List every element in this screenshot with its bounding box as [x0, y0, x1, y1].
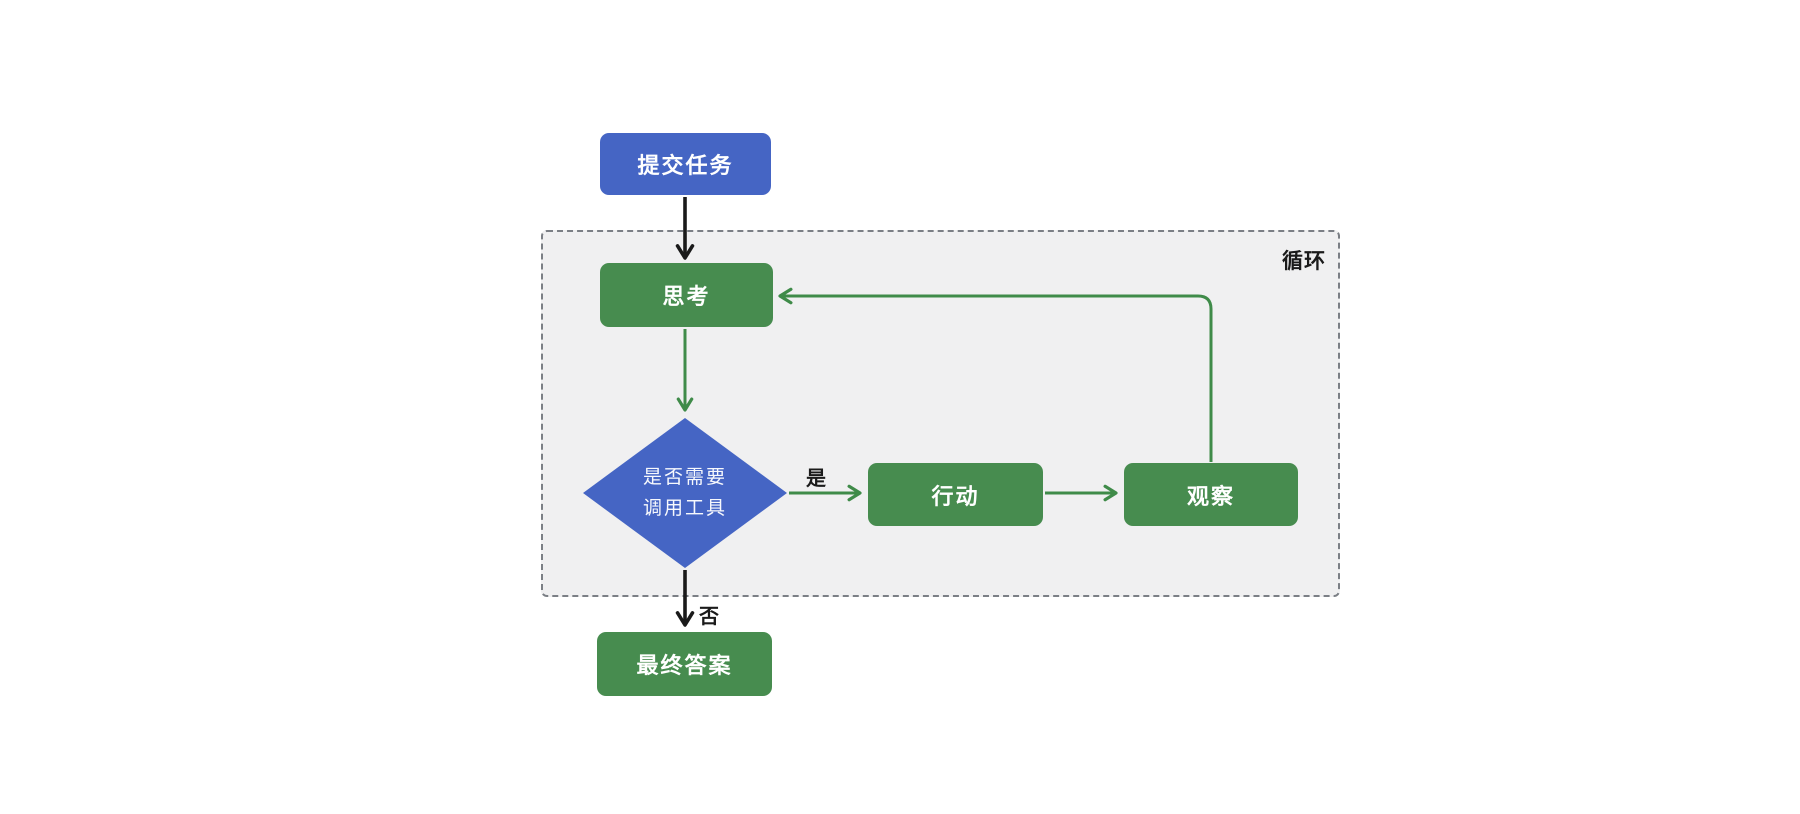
node-submit-task: 提交任务 [600, 133, 771, 195]
node-decision-label-line1: 是否需要 [642, 467, 727, 488]
edge-label-yes: 是 [806, 468, 826, 490]
loop-container-label: 循环 [1282, 250, 1326, 273]
node-think: 思考 [600, 263, 773, 327]
node-decision-label-line2: 调用工具 [642, 498, 727, 519]
edge-label-no: 否 [699, 606, 719, 628]
node-final-answer: 最终答案 [597, 632, 772, 696]
node-action: 行动 [868, 463, 1043, 526]
node-observe: 观察 [1124, 463, 1298, 526]
